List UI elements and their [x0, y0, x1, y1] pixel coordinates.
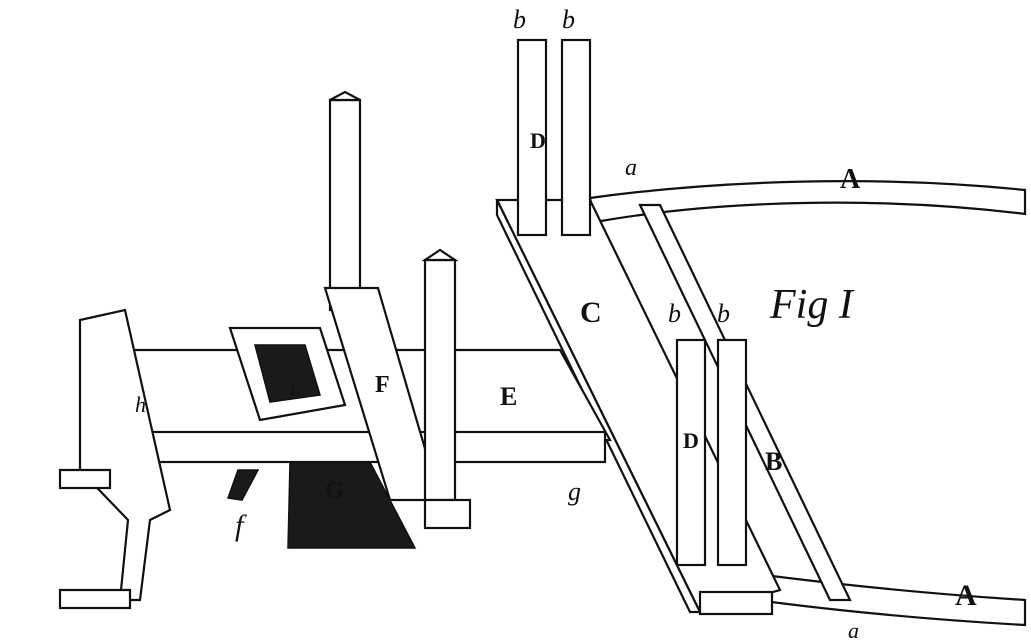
label-i: i — [290, 375, 296, 400]
label-f: f — [235, 509, 247, 542]
label-a-bottom: a — [848, 618, 859, 643]
label-b-top-left: b — [513, 5, 526, 34]
left-frame — [58, 308, 172, 610]
label-b-top-right: b — [562, 5, 575, 34]
label-D-right: D — [683, 428, 699, 453]
label-D-top: D — [530, 128, 546, 153]
posts-D-top — [516, 38, 592, 237]
post-center — [421, 248, 472, 530]
label-F: F — [375, 372, 390, 398]
label-h: h — [135, 392, 146, 417]
label-A-bottom: A — [955, 579, 977, 612]
shaft-top-A — [588, 180, 1027, 224]
label-G: G — [325, 478, 344, 504]
label-a-top: a — [625, 155, 637, 181]
label-A-top: A — [840, 164, 861, 195]
label-b-mid-right: b — [717, 299, 730, 328]
beam-E — [98, 348, 612, 464]
label-C: C — [580, 296, 602, 329]
label-B: B — [765, 447, 782, 476]
label-E: E — [500, 382, 517, 411]
label-g: g — [568, 477, 581, 506]
pin-f — [226, 469, 260, 501]
block-G — [287, 461, 417, 549]
label-b-mid-left: b — [668, 299, 681, 328]
posts-D-right — [675, 338, 748, 567]
beam-C — [495, 198, 782, 616]
box-i — [228, 326, 347, 422]
figure-title: Fig I — [769, 282, 855, 328]
post-F — [323, 90, 442, 502]
